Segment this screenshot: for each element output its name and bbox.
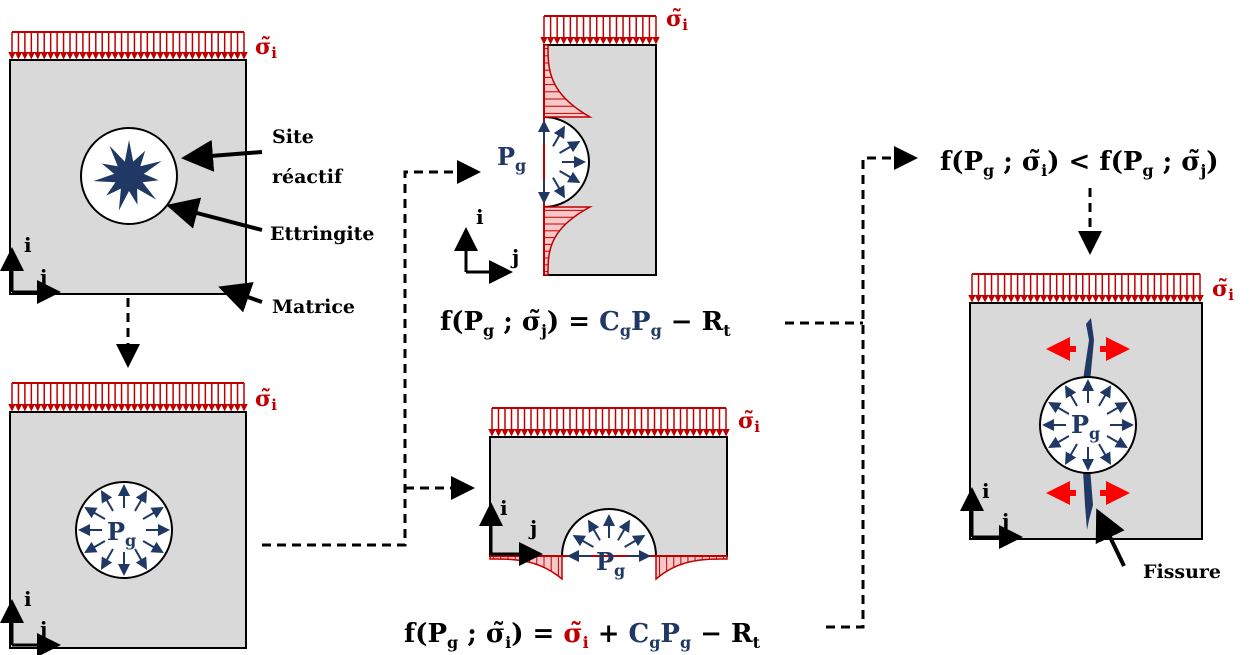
sigma-i-label: σ̃i (1212, 276, 1234, 304)
ettringite-pointer-arrow (166, 197, 263, 232)
svg-text:j: j (510, 245, 519, 269)
equation-sigma-j: f(Pg ; σ̃j) = CgPg − Rt (440, 307, 731, 340)
svg-text:j: j (528, 516, 537, 540)
sigma-i-label: σ̃i (738, 408, 760, 436)
pressure-arrow (1048, 401, 1070, 415)
pressure-arrows (1042, 379, 1134, 471)
gel-pocket (75, 481, 173, 579)
pressure-arrows (538, 120, 586, 204)
flow-connector-split (262, 160, 481, 547)
svg-text:i: i (24, 233, 32, 257)
svg-text:j: j (38, 617, 47, 641)
matrice-label: Matrice (272, 296, 355, 318)
pressure-arrow (1048, 435, 1070, 449)
load-arrows (488, 407, 730, 437)
pressure-arrow (134, 548, 148, 570)
sigma-i-label: σ̃i (666, 6, 688, 34)
load-arrows (968, 273, 1204, 303)
pressure-arrow (559, 140, 581, 154)
pressure-arrow (134, 490, 147, 512)
pressure-arrow (1098, 443, 1112, 465)
sigma-i-label: σ̃i (255, 34, 277, 62)
pressure-arrow (572, 534, 594, 548)
pressure-arrow (100, 548, 114, 570)
axes-icon: i j (0, 587, 61, 655)
panel-crack: σ̃i Pg Fissure i j (960, 273, 1234, 583)
pg-label: Pg (497, 142, 526, 175)
pressure-arrow (142, 540, 164, 553)
load-arrows (8, 31, 248, 60)
pg-label: Pg (596, 547, 625, 580)
stress-distribution (543, 44, 593, 276)
flow-connector-merge (785, 146, 918, 629)
site-label: Site (272, 126, 314, 148)
pressure-arrow (559, 170, 581, 184)
panel-split-i: σ̃i Pg i j (479, 407, 760, 581)
load-arrows (540, 15, 660, 45)
comparison-inequality: f(Pg ; σ̃i) < f(Pg ; σ̃j) (940, 147, 1219, 180)
pressure-arrow (142, 507, 164, 520)
panel-reactive-site: σ̃i Site réactif Ettringite Matrice i j (0, 31, 374, 318)
svg-text:j: j (38, 265, 47, 289)
pressure-arrow (587, 519, 601, 541)
pressure-arrow (1098, 385, 1111, 407)
pressure-arrow (624, 534, 646, 548)
pressure-arrow (1064, 443, 1078, 465)
crack-opening-arrows (1046, 337, 1130, 505)
pressure-arrow (84, 540, 106, 553)
reactif-label: réactif (272, 166, 344, 188)
matrix-half-block (543, 44, 657, 276)
panel-split-j: σ̃i Pg i j (454, 6, 688, 284)
fissure-label: Fissure (1143, 561, 1221, 583)
pressure-arrow (84, 507, 106, 520)
svg-text:i: i (24, 587, 32, 611)
pressure-arrow (1106, 435, 1128, 449)
sigma-i-label: σ̃i (255, 386, 277, 414)
crack-bottom (1083, 468, 1093, 530)
pressure-arrow (101, 490, 114, 512)
pressure-arrow (1065, 385, 1078, 407)
svg-text:i: i (500, 496, 508, 520)
axes-icon: i j (960, 479, 1023, 549)
gel-pocket (1039, 376, 1137, 474)
pressure-arrow (617, 519, 631, 541)
pressure-arrow (1106, 401, 1128, 415)
equation-sigma-i: f(Pg ; σ̃i) = σ̃i + CgPg − Rt (404, 619, 761, 652)
site-pointer-arrow (181, 139, 263, 172)
pressure-arrows (78, 484, 170, 576)
panel-gel-pressure: σ̃i Pg i j (0, 382, 277, 655)
matrice-pointer-arrow (218, 282, 263, 313)
axes-icon: i j (479, 496, 543, 566)
pressure-arrow (552, 177, 565, 199)
ettringite-crystal (93, 140, 162, 211)
svg-text:i: i (982, 479, 990, 503)
axes-icon: i j (454, 205, 519, 284)
pressure-arrows (567, 514, 651, 562)
matrix-half-block (489, 436, 728, 557)
pressure-arrow (552, 125, 565, 147)
svg-text:j: j (1000, 509, 1009, 533)
svg-text:i: i (476, 205, 484, 229)
pg-label: Pg (107, 517, 136, 550)
fissure-pointer-arrow (1095, 508, 1126, 567)
ettringite-label: Ettringite (270, 223, 374, 245)
crack-top (1083, 318, 1094, 382)
pg-label: Pg (1071, 410, 1100, 443)
axes-icon: i j (0, 233, 61, 304)
load-arrows (8, 382, 248, 412)
